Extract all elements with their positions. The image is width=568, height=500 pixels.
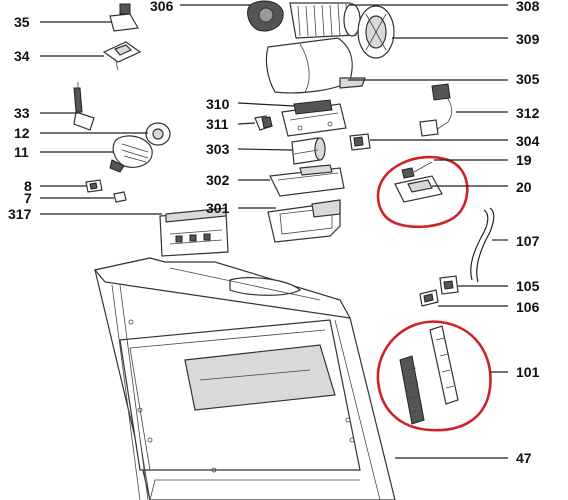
- label-11: 11: [14, 144, 29, 160]
- part-302-bracket: [269, 164, 345, 197]
- part-303-capacitor: [291, 137, 326, 165]
- label-301: 301: [206, 200, 230, 216]
- part-308-blower-wheel: [289, 2, 361, 39]
- label-107: 107: [516, 233, 540, 249]
- part-107-cable: [470, 207, 495, 283]
- label-47: 47: [516, 450, 532, 466]
- part-8-switch: [85, 179, 103, 193]
- label-101: 101: [516, 364, 540, 380]
- label-34: 34: [14, 48, 30, 64]
- label-306: 306: [150, 0, 174, 14]
- part-101-pcb-assembly: [399, 325, 459, 425]
- label-317: 317: [8, 206, 32, 222]
- part-317-control-panel: [159, 207, 229, 257]
- part-34-mount: [102, 41, 142, 71]
- part-7-fuse: [113, 191, 127, 203]
- label-305: 305: [516, 71, 540, 87]
- label-20: 20: [516, 179, 532, 195]
- part-306-fan-housing: [247, 0, 284, 32]
- callout-labels: 306 308 35 309 34 305 310 33 312 311 12 …: [8, 0, 540, 466]
- part-310-motor-base: [281, 99, 347, 137]
- label-106: 106: [516, 299, 540, 315]
- part-304-connector: [349, 133, 371, 151]
- label-304: 304: [516, 133, 540, 149]
- highlight-circle-101: [376, 320, 492, 432]
- part-309-fan-cover: [357, 5, 395, 59]
- label-33: 33: [14, 105, 30, 121]
- label-35: 35: [14, 14, 30, 30]
- part-105-switch: [439, 275, 459, 295]
- part-312-cable: [419, 83, 452, 137]
- label-312: 312: [516, 105, 540, 121]
- label-105: 105: [516, 278, 540, 294]
- part-19-connector: [401, 161, 433, 179]
- label-303: 303: [206, 141, 230, 157]
- part-33-sensor: [73, 82, 95, 131]
- label-309: 309: [516, 31, 540, 47]
- part-11-motor: [109, 135, 153, 173]
- part-35-bracket: [109, 3, 139, 32]
- part-20-board: [394, 175, 443, 203]
- part-12-wheel: [145, 122, 171, 146]
- leader-lines: [40, 4, 508, 459]
- label-12: 12: [14, 125, 30, 141]
- label-308: 308: [516, 0, 540, 14]
- label-19: 19: [516, 152, 532, 168]
- label-8: 8: [24, 178, 32, 194]
- label-302: 302: [206, 172, 230, 188]
- hood-body: [93, 257, 396, 500]
- label-310: 310: [206, 96, 230, 112]
- part-311-clip: [254, 115, 273, 131]
- part-305-scroll-housing: [265, 37, 366, 94]
- label-7: 7: [24, 190, 32, 206]
- label-311: 311: [206, 116, 229, 132]
- part-106-clip: [419, 289, 439, 307]
- part-301-tray: [267, 199, 341, 243]
- highlight-circle-20: [376, 155, 469, 229]
